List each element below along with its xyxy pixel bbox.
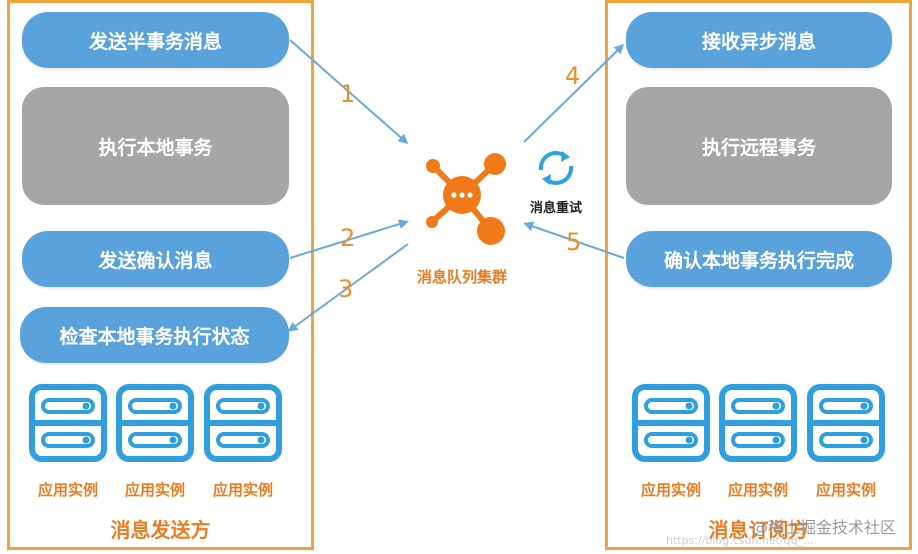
- refresh-icon: [538, 151, 574, 185]
- step-number-3: 3: [338, 275, 354, 303]
- receiver-panel: [605, 0, 912, 550]
- server-icon: [719, 384, 797, 462]
- server-icon: [632, 384, 710, 462]
- arrow-1: [289, 39, 409, 144]
- confirm-local-transaction-step: 确认本地事务执行完成: [626, 231, 892, 287]
- arrow-5: [523, 221, 625, 259]
- arrow-4: [523, 43, 625, 143]
- receive-async-message-step: 接收异步消息: [626, 12, 892, 68]
- retry-label: 消息重试: [530, 201, 583, 216]
- sender-title: 消息发送方: [110, 518, 211, 542]
- execute-remote-transaction-step: 执行远程事务: [626, 87, 892, 205]
- server-icon: [807, 384, 885, 462]
- execute-local-transaction-step: 执行本地事务: [22, 87, 289, 205]
- arrow-2: [289, 219, 409, 259]
- server-icon: [116, 384, 194, 462]
- instance-label: 应用实例: [124, 481, 185, 499]
- server-icon: [29, 384, 107, 462]
- step-number-1: 1: [340, 80, 356, 108]
- step-number-5: 5: [566, 228, 582, 256]
- receiver-title: 消息订阅方: [708, 518, 809, 542]
- sender-panel: [7, 0, 314, 550]
- step-number-4: 4: [565, 62, 581, 90]
- instance-label: 应用实例: [212, 481, 273, 499]
- instance-label: 应用实例: [727, 481, 788, 499]
- send-half-message-step: 发送半事务消息: [22, 12, 289, 68]
- hub-label: 消息队列集群: [417, 268, 508, 286]
- watermark-text: @稀土掘金技术社区: [752, 518, 897, 537]
- watermark-url: https://blog.csdn.net/qq_...: [666, 534, 814, 547]
- instance-label: 应用实例: [640, 481, 701, 499]
- step-number-2: 2: [340, 224, 356, 252]
- server-icon: [204, 384, 282, 462]
- instance-label: 应用实例: [37, 481, 98, 499]
- send-confirm-message-step: 发送确认消息: [22, 231, 289, 287]
- instance-label: 应用实例: [815, 481, 876, 499]
- check-local-transaction-step: 检查本地事务执行状态: [20, 307, 289, 363]
- hub-icon: [426, 153, 506, 245]
- arrow-3: [287, 243, 409, 332]
